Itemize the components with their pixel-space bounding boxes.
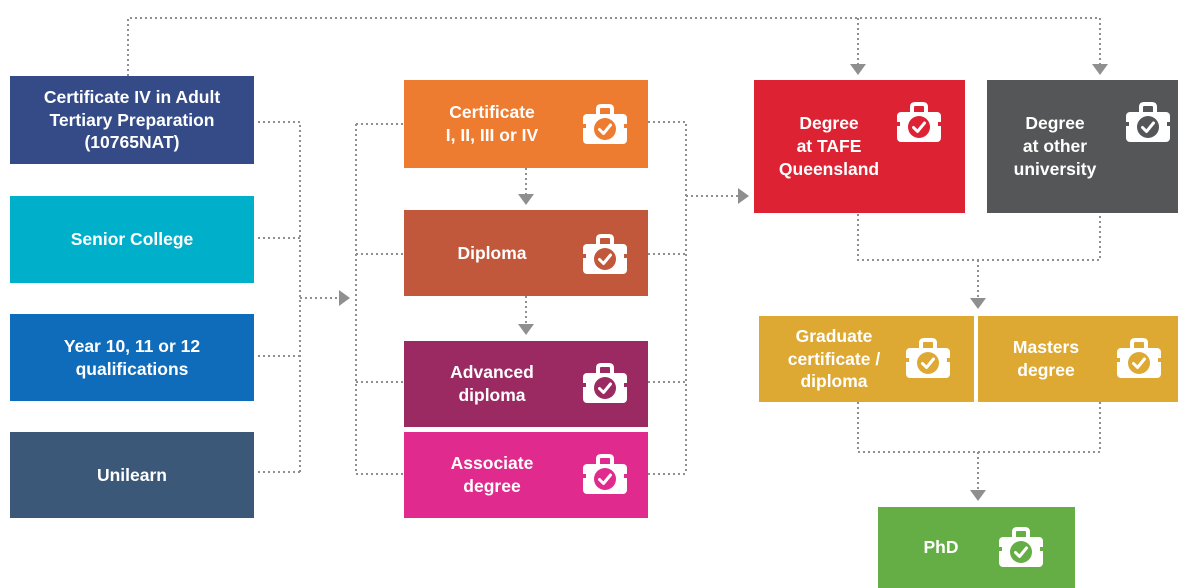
entry-label: Senior College (70, 229, 194, 250)
briefcase-check-icon (580, 452, 630, 498)
entry-year-10-11-12: Year 10, 11 or 12 qualifications (10, 314, 254, 401)
doctorate-phd: PhD (878, 507, 1075, 588)
vocational-label: Diploma (457, 242, 527, 263)
vocational-certificate: Certificate I, II, III or IV (404, 80, 648, 168)
postgrad-masters-degree: Masters degree (978, 316, 1178, 402)
entry-senior-college: Senior College (10, 196, 254, 283)
briefcase-check-icon (996, 525, 1046, 571)
vocational-label: Associate degree (450, 453, 534, 496)
vocational-diploma: Diploma (404, 210, 648, 296)
degree-other-university: Degree at other university (987, 80, 1178, 213)
postgrad-label: Graduate certificate / diploma (787, 325, 881, 392)
doctorate-label: PhD (923, 537, 959, 558)
entry-unilearn: Unilearn (10, 432, 254, 518)
vocational-associate-degree: Associate degree (404, 432, 648, 518)
briefcase-check-icon (894, 100, 944, 146)
briefcase-check-icon (580, 232, 630, 278)
entry-label: Year 10, 11 or 12 qualifications (63, 335, 201, 379)
entry-label: Certificate IV in Adult Tertiary Prepara… (43, 86, 221, 153)
briefcase-check-icon (903, 336, 953, 382)
briefcase-check-icon (580, 102, 630, 148)
postgrad-graduate-certificate: Graduate certificate / diploma (759, 316, 974, 402)
briefcase-check-icon (1114, 336, 1164, 382)
vocational-label: Certificate I, II, III or IV (445, 102, 539, 145)
vocational-advanced-diploma: Advanced diploma (404, 341, 648, 427)
entry-cert-iv-adult-tertiary: Certificate IV in Adult Tertiary Prepara… (10, 76, 254, 164)
postgrad-label: Masters degree (1012, 337, 1080, 380)
degree-tafe-queensland: Degree at TAFE Queensland (754, 80, 965, 213)
degree-label: Degree at other university (1013, 113, 1097, 179)
briefcase-check-icon (1123, 100, 1173, 146)
vocational-label: Advanced diploma (450, 362, 534, 405)
degree-label: Degree at TAFE Queensland (778, 113, 880, 179)
entry-label: Unilearn (96, 464, 168, 485)
briefcase-check-icon (580, 361, 630, 407)
